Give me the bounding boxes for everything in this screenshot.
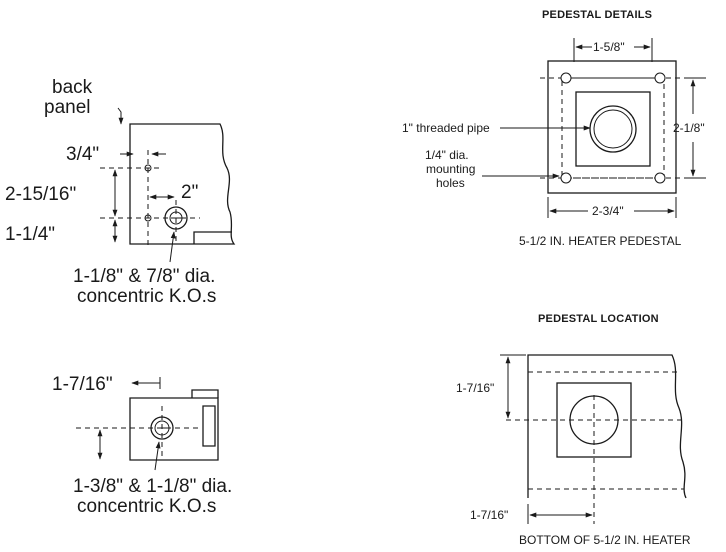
small-hole-lower	[144, 214, 152, 222]
ko-bottom-label-line2: concentric K.O.s	[77, 496, 216, 517]
dim-3-4-label: 3/4"	[66, 144, 99, 165]
dim-location-left-label: 1-7/16"	[456, 381, 494, 395]
dim-2-1-8-label: 2-1/8"	[673, 121, 705, 135]
mounting-hole-tl	[560, 72, 572, 84]
mounting-holes-label-line3: holes	[436, 176, 465, 190]
ko-top-label-line2: concentric K.O.s	[77, 286, 216, 307]
dim-location-bottom-label: 1-7/16"	[470, 508, 508, 522]
mounting-holes-label-line2: mounting	[426, 162, 475, 176]
dim-1-1-4-label: 1-1/4"	[5, 224, 55, 245]
side-knockout-inner	[154, 420, 170, 436]
pedestal-pipe	[569, 395, 619, 445]
mounting-hole-tr	[654, 72, 666, 84]
pedestal-details-caption: 5-1/2 IN. HEATER PEDESTAL	[519, 234, 682, 248]
ko-bottom-leader	[154, 441, 161, 471]
threaded-pipe-label: 1" threaded pipe	[402, 121, 490, 135]
threaded-pipe-inner	[593, 109, 633, 149]
side-panel-body	[129, 397, 219, 461]
pedestal-outline	[556, 382, 632, 458]
back-panel-label-line2: panel	[44, 97, 91, 118]
side-panel-slot	[202, 405, 216, 447]
ko-top-label-line1: 1-1/8" & 7/8" dia.	[73, 266, 215, 287]
side-panel-view: 1-7/16" 1-3/8" & 1-1/8" dia. concentric …	[52, 374, 232, 517]
knockout-inner	[169, 211, 183, 225]
back-panel-label-line1: back	[52, 77, 93, 98]
mounting-hole-bl	[560, 172, 572, 184]
ko-bottom-label-line1: 1-3/8" & 1-1/8" dia.	[73, 476, 232, 497]
dim-1-7-16-label: 1-7/16"	[52, 374, 113, 395]
pedestal-location-caption: BOTTOM OF 5-1/2 IN. HEATER	[519, 533, 691, 547]
ko-top-leader	[169, 231, 176, 263]
side-panel-lip	[191, 389, 219, 398]
threaded-pipe-outer	[589, 105, 637, 153]
pedestal-details: PEDESTAL DETAILS 1-5/8" 2-1/8" 2-3/4"	[402, 9, 706, 248]
pedestal-plate	[547, 60, 677, 194]
mounting-holes-label-line1: 1/4" dia.	[425, 148, 469, 162]
side-knockout-outer	[150, 416, 174, 440]
small-hole-upper	[144, 164, 152, 172]
pedestal-location: PEDESTAL LOCATION 1-7/16" 1-7/16" BOTTOM…	[456, 313, 691, 547]
knockout-outer	[164, 206, 188, 230]
pedestal-location-title: PEDESTAL LOCATION	[538, 313, 659, 325]
back-panel-view: back panel 3/4" 2-15/16" 2" 1-1/4" 1-1	[5, 77, 236, 307]
dim-2-15-16-label: 2-15/16"	[5, 184, 76, 205]
dim-2-3-4-label: 2-3/4"	[592, 204, 624, 218]
panel-tab	[193, 231, 232, 244]
dim-1-5-8-label: 1-5/8"	[593, 40, 625, 54]
pedestal-details-title: PEDESTAL DETAILS	[542, 9, 652, 21]
dim-2-label: 2"	[181, 182, 198, 203]
mounting-hole-br	[654, 172, 666, 184]
heater-bottom	[527, 354, 687, 499]
pedestal-pipe-base	[575, 91, 651, 167]
back-panel-leader	[117, 107, 124, 125]
